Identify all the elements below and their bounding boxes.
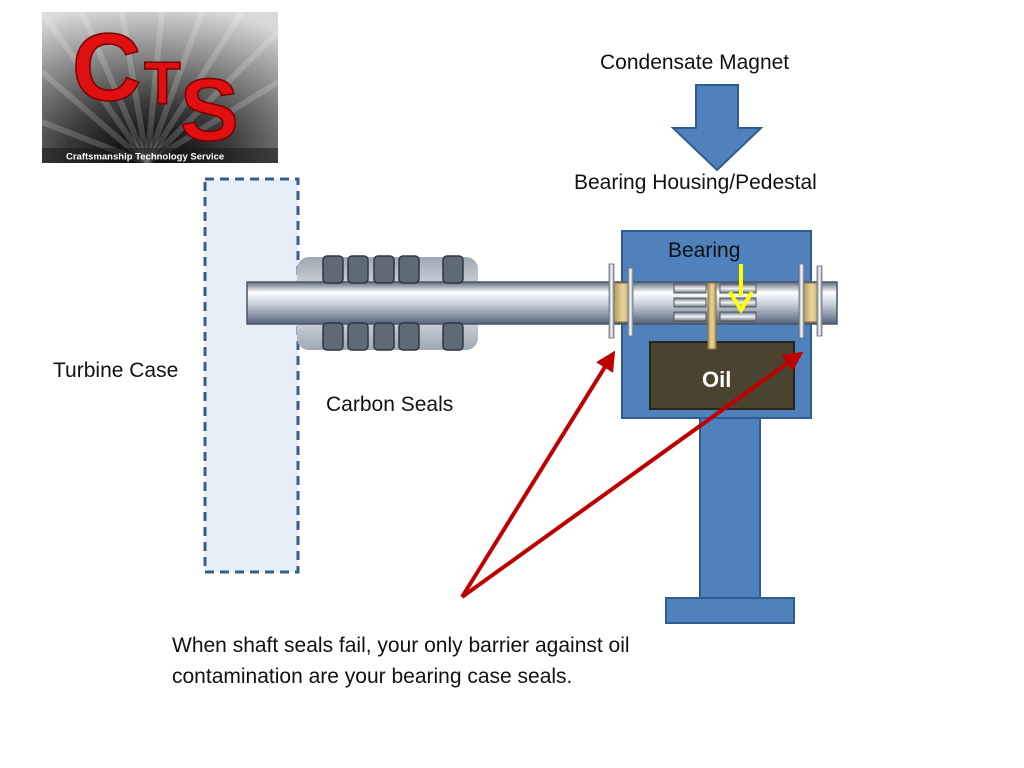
- carbon-seal-ring: [347, 255, 369, 284]
- carbon-seal-ring: [442, 255, 464, 284]
- logo-tagline: Craftsmanship Technology Service: [66, 152, 224, 163]
- carbon-seal-ring: [322, 322, 344, 351]
- carbon-seal-rings: [322, 255, 464, 351]
- pedestal-column: [699, 415, 761, 601]
- carbon-seal-ring: [322, 255, 344, 284]
- red-arrow-left-seal: [460, 350, 616, 599]
- caption-text: When shaft seals fail, your only barrier…: [172, 634, 630, 688]
- carbon-seal-ring: [398, 322, 420, 351]
- flinger-disc: [816, 265, 823, 337]
- carbon-seal-ring: [347, 322, 369, 351]
- bearing-housing-label: Bearing Housing/Pedestal: [574, 171, 817, 194]
- turbine-case: [203, 177, 300, 574]
- logo-letter-t: T: [144, 50, 181, 117]
- bearing-label: Bearing: [668, 239, 741, 262]
- cts-logo: C T S Craftsmanship Technology Service: [42, 12, 278, 163]
- logo-letter-s: S: [180, 60, 239, 159]
- pedestal-base: [665, 597, 795, 624]
- logo-letter-c: C: [72, 14, 141, 121]
- carbon-seal-ring: [442, 322, 464, 351]
- turbine-case-label: Turbine Case: [53, 359, 179, 382]
- carbon-seal-ring: [398, 255, 420, 284]
- carbon-seal-ring: [373, 255, 395, 284]
- oil-ring: [707, 282, 717, 350]
- carbon-seal-ring: [373, 322, 395, 351]
- flinger-disc: [608, 263, 615, 339]
- flinger-disc: [798, 263, 805, 339]
- red-arrow-right-seal: [460, 351, 804, 599]
- condensate-magnet-label: Condensate Magnet: [600, 51, 790, 74]
- flinger-disc: [627, 267, 634, 337]
- bearing-indicator-arrow: [728, 264, 754, 314]
- condensate-down-arrow: [670, 84, 764, 172]
- oil-label: Oil: [702, 367, 732, 392]
- carbon-seals-label: Carbon Seals: [326, 393, 454, 416]
